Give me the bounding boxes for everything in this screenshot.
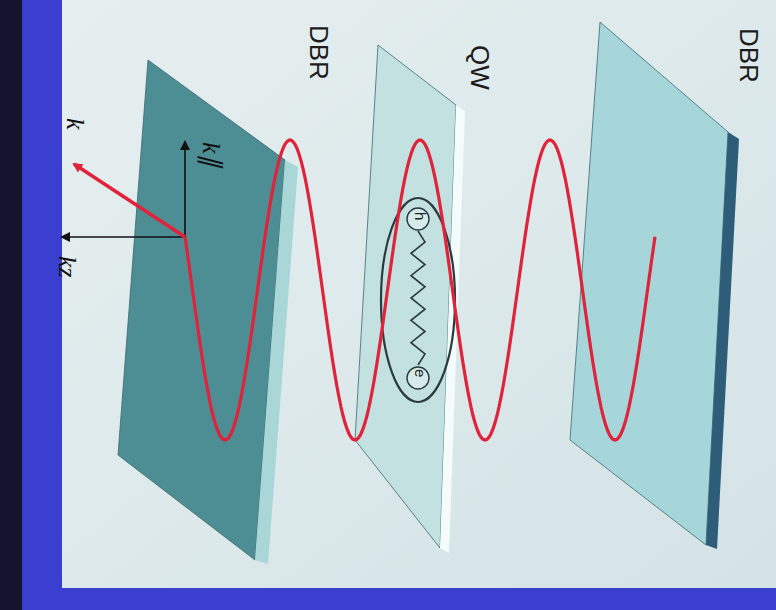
k-vector (74, 164, 185, 237)
wavevector-label: kz (52, 256, 82, 278)
layer-label: QW (464, 45, 494, 90)
standing-wave (185, 140, 655, 440)
dbr-mirror: DBR (110, 18, 350, 566)
carrier-label: h (412, 212, 429, 220)
dbr-mirror-outline (560, 10, 770, 555)
kpar-vector (184, 142, 186, 237)
exciton-ellipse: eh (378, 195, 458, 405)
layer-label: DBR (733, 28, 763, 83)
wavevector-label: k∥ (196, 142, 226, 167)
carrier-label: e (412, 369, 429, 377)
kz-vector (62, 236, 185, 238)
quantum-well-outline (345, 18, 515, 554)
layer-label: DBR (303, 25, 333, 80)
wavevector-label: k (60, 118, 90, 130)
quantum-well: QWeh (345, 18, 515, 554)
dbr-mirror-outline (110, 18, 350, 566)
dbr-mirror: DBR (560, 10, 770, 555)
